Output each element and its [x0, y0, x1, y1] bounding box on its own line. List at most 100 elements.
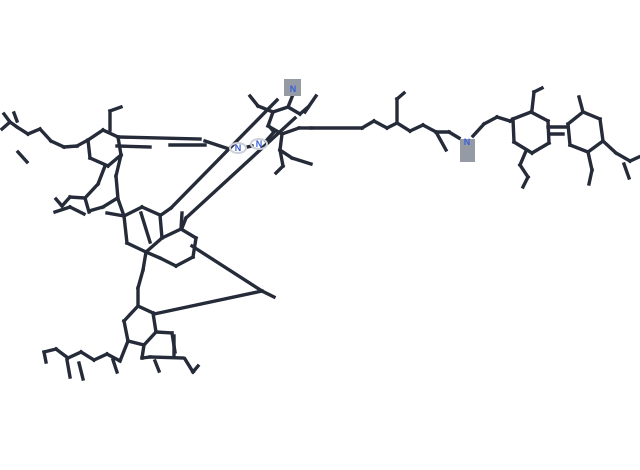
bond	[528, 109, 551, 124]
bond	[517, 148, 529, 168]
bond	[107, 104, 124, 114]
bond	[104, 351, 123, 364]
bond	[53, 196, 65, 209]
bond	[53, 346, 71, 361]
bond	[158, 213, 164, 240]
bond	[565, 109, 586, 127]
bond	[11, 110, 20, 124]
bond	[585, 138, 606, 155]
bond	[151, 311, 158, 334]
bond	[247, 93, 261, 109]
bond	[420, 122, 439, 135]
bond	[115, 196, 127, 219]
bond	[394, 90, 407, 102]
bond	[0, 119, 13, 132]
bond	[76, 360, 86, 382]
bond	[114, 174, 120, 201]
bond	[168, 97, 280, 211]
bond	[580, 109, 603, 122]
bond	[110, 357, 120, 375]
bond	[279, 125, 302, 137]
bond	[470, 121, 487, 139]
bond	[265, 109, 276, 129]
bond	[394, 120, 413, 134]
bond	[143, 235, 165, 255]
atom-highlight	[284, 79, 301, 96]
bond	[446, 129, 462, 141]
bond	[259, 288, 277, 300]
atom-halo	[229, 142, 247, 154]
bond	[100, 196, 119, 210]
bond	[65, 358, 72, 379]
bond	[140, 343, 146, 360]
bond	[157, 255, 179, 269]
bond	[141, 329, 159, 348]
atom-label: N	[256, 139, 263, 149]
bond	[68, 195, 87, 200]
bond	[48, 138, 67, 150]
bond	[179, 215, 189, 231]
bond	[113, 152, 124, 179]
bond	[67, 204, 87, 217]
bond	[621, 161, 632, 181]
atom-halo	[250, 138, 268, 150]
bond	[100, 127, 121, 140]
bond	[15, 149, 30, 165]
bond	[278, 132, 284, 152]
bond	[371, 118, 390, 131]
bond	[546, 119, 551, 145]
bond	[189, 243, 265, 294]
bond	[530, 90, 536, 112]
bond	[141, 250, 148, 272]
atom-label: N	[290, 84, 297, 94]
bond	[41, 349, 49, 365]
bond	[481, 114, 500, 127]
bond	[178, 226, 199, 241]
bond	[125, 338, 147, 348]
bond	[302, 93, 319, 115]
bond	[511, 139, 535, 156]
bond	[278, 148, 285, 168]
atom-highlight	[460, 139, 475, 162]
bond	[567, 142, 591, 155]
bond	[91, 351, 110, 363]
bond	[158, 205, 174, 218]
bond	[122, 214, 129, 245]
bond	[407, 122, 426, 134]
bond	[138, 210, 153, 245]
bond	[182, 356, 196, 375]
bond	[135, 303, 156, 316]
bond	[613, 150, 633, 164]
bond	[52, 204, 73, 215]
bond	[121, 318, 131, 344]
bond	[273, 163, 286, 176]
bond	[65, 349, 84, 361]
bond	[531, 85, 545, 95]
bond	[598, 117, 605, 143]
bond	[37, 126, 54, 144]
bond	[520, 174, 531, 190]
bond	[86, 138, 92, 160]
bond	[494, 114, 513, 124]
bond	[117, 338, 131, 364]
bond	[139, 204, 163, 218]
bond	[600, 138, 619, 156]
bond	[159, 226, 184, 241]
atom-label: N	[464, 137, 471, 147]
bond	[173, 254, 196, 269]
bond	[121, 204, 145, 219]
bond	[124, 240, 149, 255]
bond	[183, 115, 298, 221]
bond	[151, 288, 265, 317]
bond	[115, 144, 152, 149]
bond	[627, 154, 640, 164]
atom-label: N	[235, 143, 242, 153]
bond	[14, 124, 31, 137]
bond	[143, 249, 163, 261]
bond	[78, 349, 97, 363]
bond	[95, 163, 108, 187]
bond	[433, 129, 449, 153]
bond	[154, 330, 174, 335]
